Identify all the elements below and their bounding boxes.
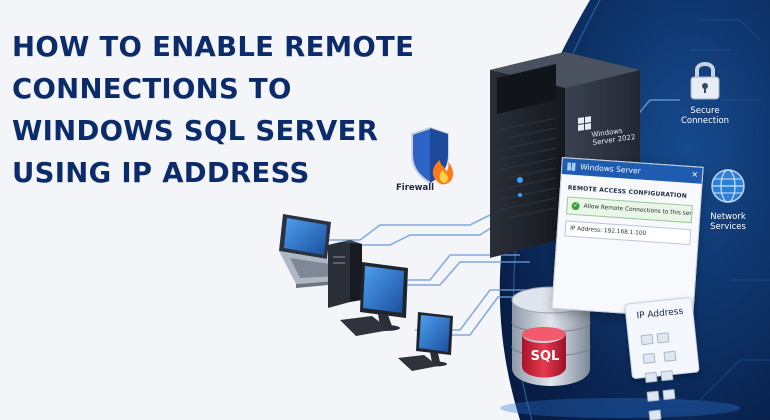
database-icon [511,286,591,386]
monitor-icon [360,262,408,331]
checkbox-label: Allow Remote Connections to this server [583,203,693,218]
title-line-2: CONNECTIONS TO [12,73,292,105]
network-label-line-1: Network [710,212,746,222]
secure-label-line-2: Connection [680,116,730,126]
remote-access-dialog: Windows Server ✕ REMOTE ACCESS CONFIGURA… [551,157,704,319]
title-line-3: WINDOWS SQL SERVER [12,115,379,147]
lock-icon [690,62,720,100]
checkmark-icon: ✓ [571,201,580,211]
network-label-line-2: Services [710,222,746,232]
keyboard-icon-2 [398,355,438,371]
ip-card-keypad [638,327,694,420]
windows-logo-icon [578,116,591,131]
ip-address-field: IP Address: 192.168.1.100 [564,220,692,246]
ip-address-card: IP Address [624,296,700,420]
network-services-label: Network Services [702,212,754,232]
allow-remote-checkbox: ✓ Allow Remote Connections to this serve… [566,196,693,224]
secure-label-line-1: Secure [690,106,720,116]
firewall-label: Firewall [396,183,435,193]
secure-connection-label: Secure Connection [678,106,732,126]
globe-icon [711,169,745,203]
shield-icon [411,126,454,185]
monitor-icon-2 [416,312,453,367]
server-tower-icon [490,52,640,258]
title-line-1: HOW TO ENABLE REMOTE [12,31,415,63]
laptop-icon [279,214,350,288]
sql-label: SQL [530,349,560,364]
desktop-tower-icon [328,240,362,308]
windows-logo-icon [567,162,576,171]
ip-card-label: IP Address [636,306,684,322]
keyboard-icon [340,316,390,336]
title-line-4: USING IP ADDRESS [12,157,310,189]
dialog-title: Windows Server [580,162,641,176]
close-icon: ✕ [691,170,699,180]
page-title: HOW TO ENABLE REMOTE CONNECTIONS TO WIND… [12,26,432,194]
